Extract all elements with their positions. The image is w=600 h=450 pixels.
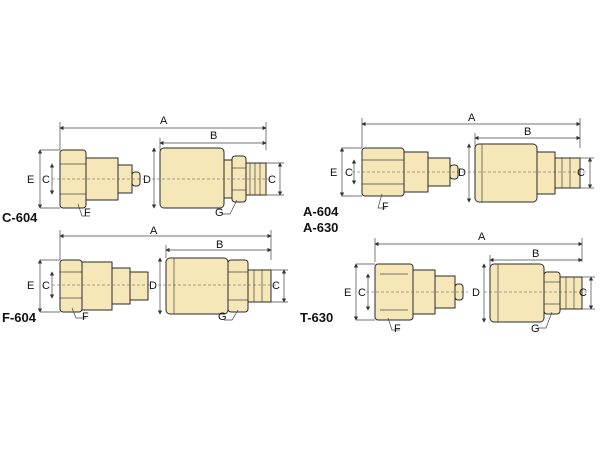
dim-A-label: A — [160, 115, 168, 127]
dim-C2-label: C — [272, 280, 280, 292]
dim-B-label: B — [532, 248, 539, 260]
dim-F-label: F — [394, 323, 401, 335]
plug-part — [374, 263, 464, 321]
group-t630: A B E C D — [300, 231, 595, 335]
dim-D-label: D — [458, 167, 466, 179]
group-c604: A B E — [2, 115, 284, 225]
model-label-t630: T-630 — [300, 310, 333, 325]
dim-F-label: F — [382, 201, 389, 213]
dim-G-label: G — [215, 207, 224, 219]
dim-C-label: C — [42, 280, 50, 292]
socket-part — [474, 143, 581, 203]
dim-C-label: C — [358, 287, 366, 299]
socket-part — [489, 263, 583, 323]
dim-G-label: G — [218, 311, 227, 323]
socket-part — [159, 147, 267, 209]
dim-B-label: B — [210, 130, 217, 142]
group-a604: A B E C D C — [303, 112, 594, 235]
plug-part — [59, 259, 149, 313]
dim-B-label: B — [524, 126, 531, 138]
dim-G-label: G — [531, 323, 540, 335]
dim-C-label: C — [345, 167, 353, 179]
dim-C2-label: C — [577, 167, 585, 179]
dim-F-label: F — [84, 207, 91, 219]
dim-A-label: A — [150, 225, 158, 237]
model-label-c604: C-604 — [2, 210, 38, 225]
dim-D-label: D — [149, 280, 157, 292]
dim-D-label: D — [472, 287, 480, 299]
dim-E-label: E — [27, 174, 34, 186]
group-f604: A B E C D — [2, 225, 288, 325]
dim-E-label: E — [344, 287, 351, 299]
dim-F-label: F — [82, 311, 89, 323]
dim-C2-label: C — [268, 174, 276, 186]
model-label-a630: A-630 — [303, 220, 338, 235]
dim-A-label: A — [468, 112, 476, 124]
dim-D-label: D — [143, 174, 151, 186]
dim-C2-label: C — [579, 287, 587, 299]
dim-E-label: E — [330, 167, 337, 179]
dim-E-label: E — [27, 280, 34, 292]
model-label-f604: F-604 — [2, 310, 37, 325]
socket-part — [165, 257, 272, 315]
dim-B-label: B — [216, 239, 223, 251]
model-label-a604: A-604 — [303, 204, 339, 219]
dim-A-label: A — [478, 231, 486, 243]
dim-C-label: C — [42, 174, 50, 186]
